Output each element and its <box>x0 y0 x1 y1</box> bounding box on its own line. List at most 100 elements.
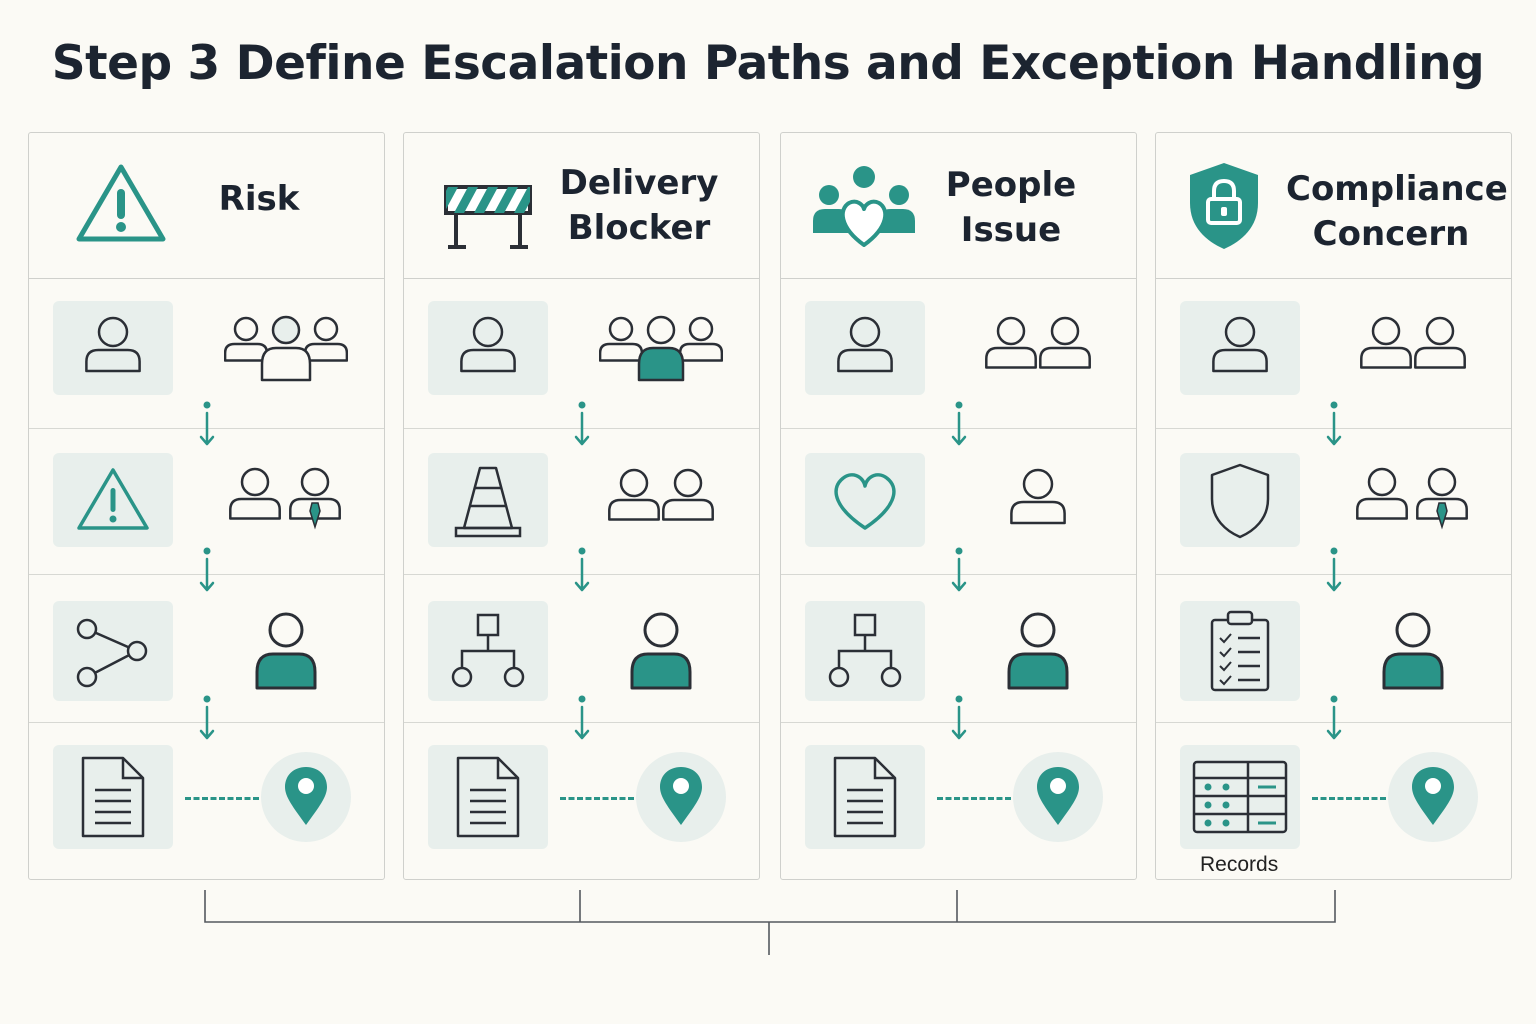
escalation-level-row <box>781 723 1136 881</box>
warning-triangle-icon <box>73 464 153 536</box>
escalation-level-row <box>781 279 1136 446</box>
org-chart-tile <box>805 601 925 701</box>
escalation-level-row <box>29 575 384 740</box>
person-tile <box>53 301 173 395</box>
escalation-level-row <box>1156 575 1511 740</box>
records-label: Records <box>1200 853 1279 876</box>
manager-pair-icon <box>211 447 361 553</box>
column-title: Compliance Concern <box>1286 169 1508 254</box>
location-pin-badge <box>1388 752 1478 842</box>
down-arrow-icon <box>1324 401 1344 454</box>
share-nodes-icon <box>69 611 157 691</box>
share-nodes-tile <box>53 601 173 701</box>
person-icon <box>833 312 897 384</box>
down-arrow-icon <box>949 547 969 600</box>
document-icon <box>829 754 901 840</box>
down-arrow-icon <box>572 547 592 600</box>
person-icon <box>1208 312 1272 384</box>
document-icon <box>452 754 524 840</box>
org-chart-icon <box>823 611 907 691</box>
manager-pair-icon <box>1338 447 1488 553</box>
escalation-level-row: Records <box>1156 723 1511 881</box>
pair-of-people-icon <box>586 447 736 553</box>
warning-triangle-icon <box>73 161 169 252</box>
shield-tile <box>1180 453 1300 547</box>
document-icon <box>77 754 149 840</box>
down-arrow-icon <box>1324 547 1344 600</box>
escalation-level-row <box>29 279 384 446</box>
escalation-level-row <box>1156 429 1511 592</box>
column-title: Delivery Blocker <box>559 163 719 248</box>
org-chart-icon <box>446 611 530 691</box>
people-heart-icon <box>809 163 919 254</box>
dashed-connector <box>185 797 259 800</box>
escalation-column: People Issue <box>780 132 1137 880</box>
dashed-connector <box>560 797 634 800</box>
group-of-three-icon <box>211 295 361 401</box>
escalation-level-row <box>29 723 384 881</box>
escalation-level-row <box>404 429 759 592</box>
heart-tile <box>805 453 925 547</box>
escalation-level-row <box>29 429 384 592</box>
location-pin-icon <box>1033 763 1083 832</box>
checklist-clipboard-icon <box>1206 608 1274 694</box>
escalation-column: Risk <box>28 132 385 880</box>
escalation-level-row <box>404 279 759 446</box>
escalation-level-row <box>404 723 759 881</box>
column-header: Compliance Concern <box>1156 133 1511 279</box>
escalation-level-row <box>781 575 1136 740</box>
warning-triangle-tile <box>53 453 173 547</box>
records-grid-icon <box>1190 758 1290 836</box>
executive-person-icon <box>963 595 1113 707</box>
location-pin-badge <box>1013 752 1103 842</box>
column-header: Delivery Blocker <box>404 133 759 279</box>
document-tile <box>805 745 925 849</box>
dashed-connector <box>937 797 1011 800</box>
person-tile <box>805 301 925 395</box>
location-pin-icon <box>1408 763 1458 832</box>
location-pin-badge <box>636 752 726 842</box>
down-arrow-icon <box>949 695 969 748</box>
document-tile <box>428 745 548 849</box>
org-chart-tile <box>428 601 548 701</box>
pair-of-people-icon <box>963 295 1113 401</box>
group-of-three-highlight-icon <box>586 295 736 401</box>
executive-person-icon <box>211 595 361 707</box>
column-header: Risk <box>29 133 384 279</box>
dashed-connector <box>1312 797 1386 800</box>
executive-person-icon <box>586 595 736 707</box>
escalation-level-row <box>781 429 1136 592</box>
traffic-cone-tile <box>428 453 548 547</box>
location-pin-badge <box>261 752 351 842</box>
down-arrow-icon <box>572 401 592 454</box>
pair-of-people-icon <box>1338 295 1488 401</box>
person-icon <box>81 312 145 384</box>
down-arrow-icon <box>197 695 217 748</box>
column-title: People Issue <box>945 165 1077 250</box>
person-tile <box>428 301 548 395</box>
person-tile <box>1180 301 1300 395</box>
column-header: People Issue <box>781 133 1136 279</box>
shield-lock-icon <box>1184 159 1264 256</box>
records-grid-tile <box>1180 745 1300 849</box>
down-arrow-icon <box>1324 695 1344 748</box>
location-pin-icon <box>656 763 706 832</box>
traffic-cone-icon <box>448 460 528 540</box>
down-arrow-icon <box>197 401 217 454</box>
barrier-icon <box>440 173 536 258</box>
page-title: Step 3 Define Escalation Paths and Excep… <box>51 36 1485 91</box>
person-icon <box>456 312 520 384</box>
escalation-column: Delivery Blocker <box>403 132 760 880</box>
column-title: Risk <box>218 179 300 219</box>
escalation-level-row <box>404 575 759 740</box>
executive-person-icon <box>1338 595 1488 707</box>
checklist-clipboard-tile <box>1180 601 1300 701</box>
shield-icon <box>1204 459 1276 541</box>
heart-icon <box>825 464 905 536</box>
person-icon <box>963 447 1113 553</box>
escalation-level-row <box>1156 279 1511 446</box>
down-arrow-icon <box>949 401 969 454</box>
location-pin-icon <box>281 763 331 832</box>
document-tile <box>53 745 173 849</box>
